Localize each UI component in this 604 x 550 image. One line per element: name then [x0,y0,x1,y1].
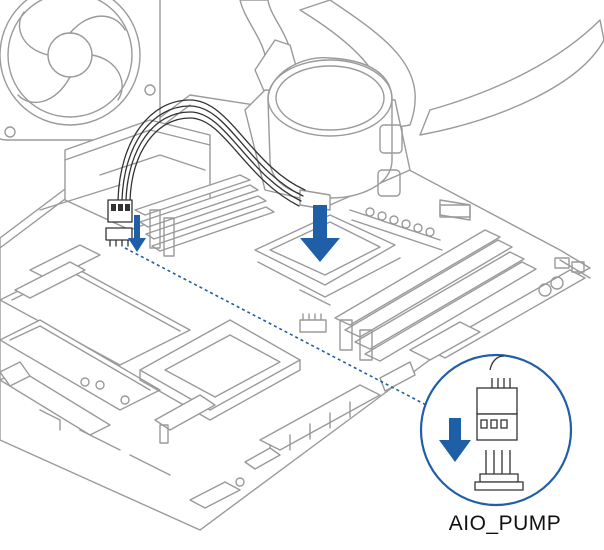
arrow-down-icon [128,205,340,262]
fan-icon [0,0,161,141]
aio-pump-label: AIO_PUMP [448,512,562,535]
memory-slots-right [334,229,537,362]
chipset-heatsink [139,319,301,421]
pcie-slots [0,244,191,436]
leader-line [124,247,433,409]
cable-insert-arrow [128,215,146,252]
small-headers [299,204,471,333]
pump-install-arrow [300,205,340,262]
pin-header-icon [474,450,524,491]
aio-pump-header-callout [419,353,573,507]
lower-board-components [0,321,481,509]
connector-plug-icon [476,355,518,441]
callout-arrow-down-icon [439,418,471,462]
pump-cable [105,99,306,247]
aio-pump-head-icon [244,39,411,211]
memory-slots-left [134,174,275,257]
